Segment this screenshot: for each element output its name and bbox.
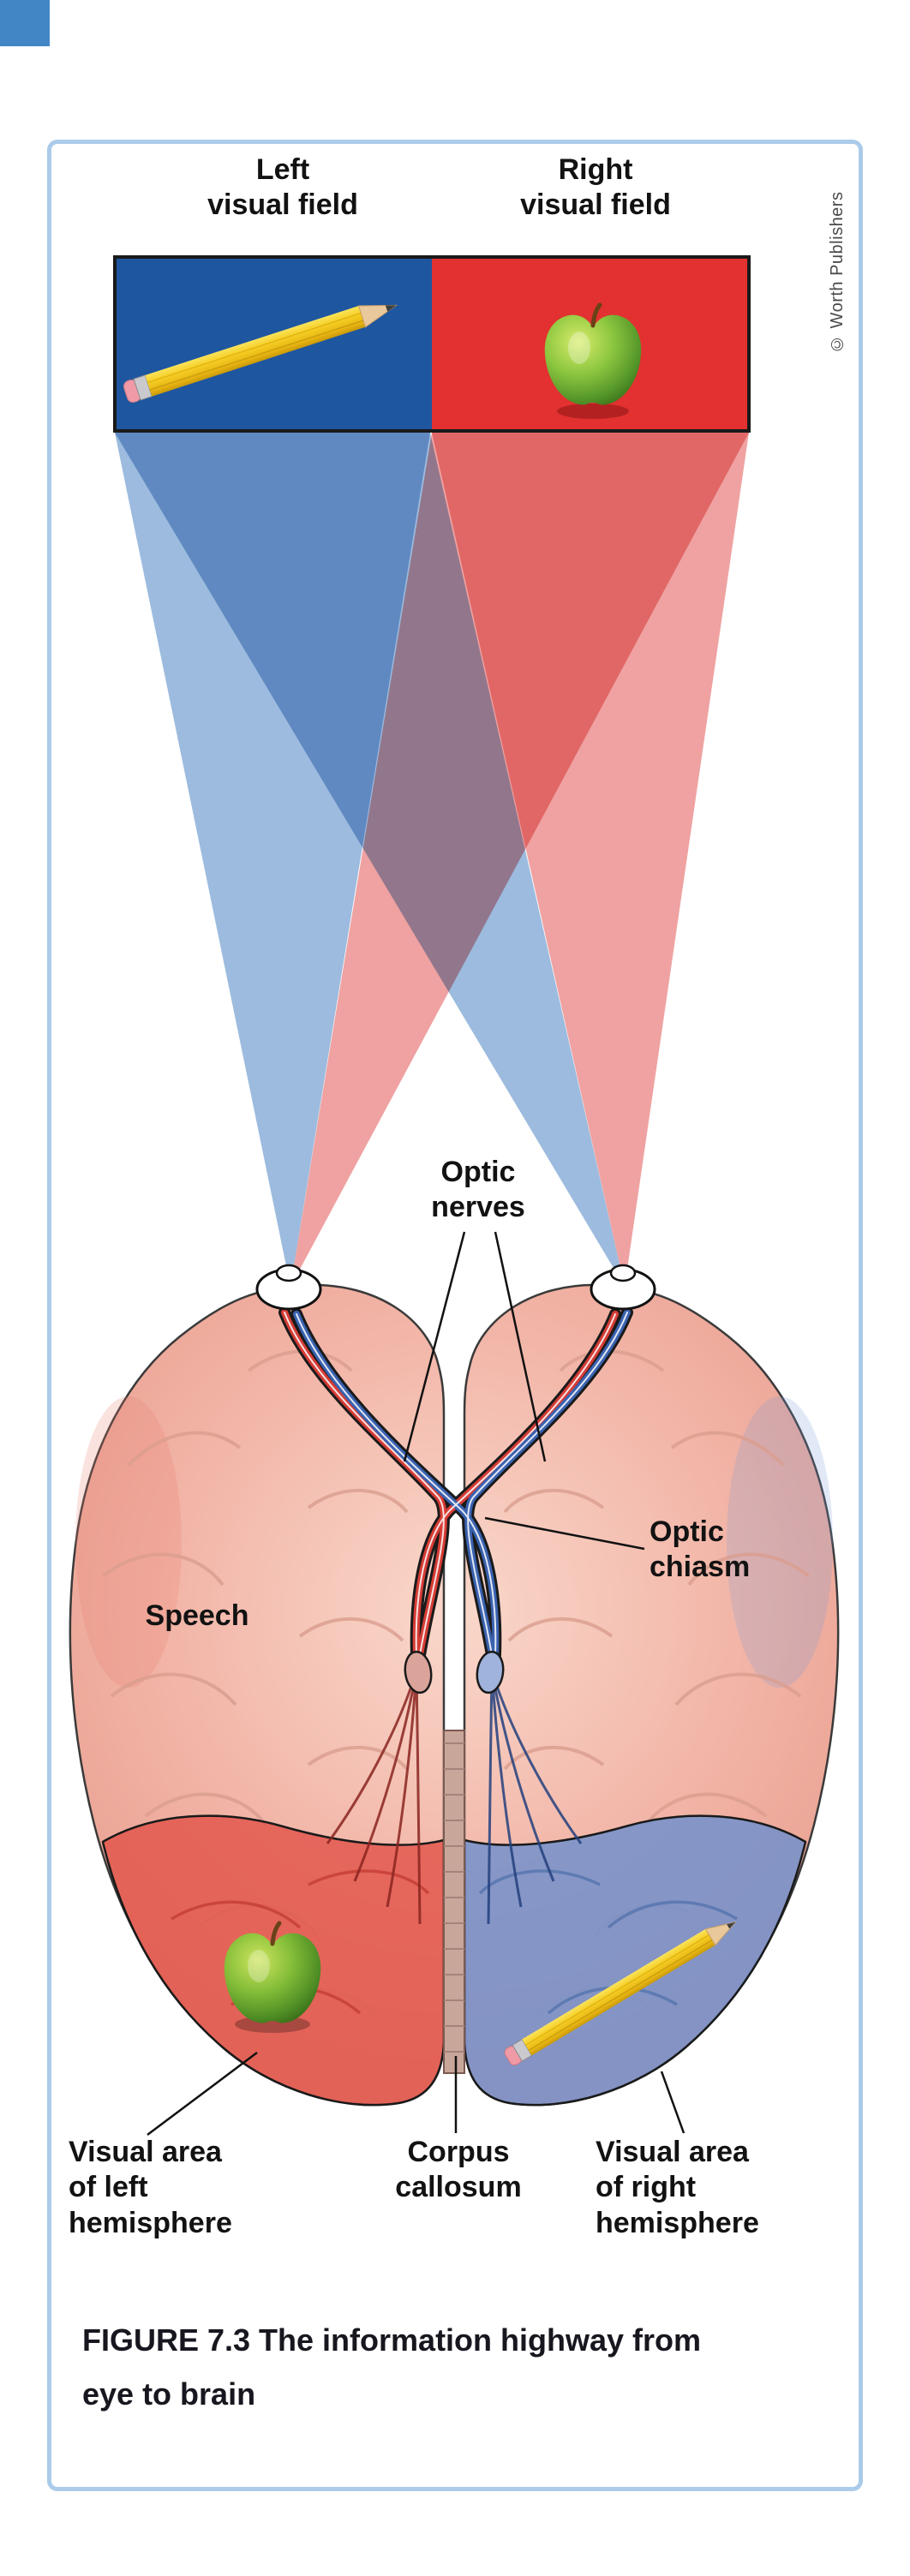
optic-nerves-label-line1: Optic bbox=[440, 1156, 516, 1188]
visual-area-right-line1: Visual area bbox=[596, 2136, 749, 2168]
corpus-callosum-line1: Corpus bbox=[407, 2136, 510, 2168]
optic-nerves-label-line2: nerves bbox=[431, 1191, 525, 1224]
page-corner-decoration bbox=[0, 0, 50, 46]
right-eye-graphic bbox=[590, 1264, 656, 1311]
apple-body bbox=[544, 314, 642, 405]
figure-caption-line2: eye to brain bbox=[82, 2376, 256, 2412]
apple-highlight bbox=[568, 332, 590, 364]
visual-area-right-line2: of right bbox=[596, 2171, 697, 2204]
right-optic-radiation bbox=[487, 1670, 583, 1925]
visual-field-box-graphic bbox=[113, 255, 751, 433]
corpus-callosum-line2: callosum bbox=[395, 2171, 522, 2204]
left-eye-graphic bbox=[255, 1264, 322, 1311]
apple-graphic bbox=[544, 302, 642, 419]
visual-area-right-label: Visual area of right hemisphere bbox=[596, 2135, 818, 2241]
pencil-facet-line bbox=[147, 312, 362, 384]
speech-label: Speech bbox=[129, 1599, 266, 1634]
left-visual-field-label-line1: Left bbox=[255, 153, 310, 186]
optic-chiasm-label: Optic chiasm bbox=[650, 1515, 804, 1586]
right-visual-field-label-line2: visual field bbox=[520, 188, 671, 222]
visual-area-left-line2: of left bbox=[69, 2171, 148, 2204]
optic-chiasm-label-line1: Optic bbox=[650, 1515, 724, 1548]
right-eye-lens bbox=[609, 1264, 637, 1282]
left-hemisphere-red-wash bbox=[75, 1396, 182, 1688]
optic-chiasm-label-line2: chiasm bbox=[650, 1551, 751, 1584]
apple-stem bbox=[590, 302, 602, 328]
pencil-on-brain-graphic bbox=[504, 1921, 737, 2066]
left-optic-radiation bbox=[326, 1670, 422, 1925]
corpus-callosum-graphic bbox=[443, 1730, 465, 2074]
visual-area-right-line3: hemisphere bbox=[596, 2206, 759, 2239]
figure-caption: FIGURE 7.3 The information highway from … bbox=[82, 2313, 768, 2421]
left-visual-field-label-line2: visual field bbox=[207, 188, 358, 222]
visual-area-left-label: Visual area of left hemisphere bbox=[69, 2135, 291, 2241]
optic-nerves-label: Optic nerves bbox=[392, 1155, 564, 1226]
apple-shadow bbox=[557, 403, 629, 419]
visual-field-box-border bbox=[113, 255, 751, 433]
pencil-graphite-tip bbox=[385, 305, 397, 312]
left-visual-field-label: Left visual field bbox=[154, 152, 411, 224]
right-lgn-bulb bbox=[476, 1650, 505, 1694]
visual-area-left-line3: hemisphere bbox=[69, 2206, 232, 2239]
publisher-credit: © Worth Publishers bbox=[828, 191, 847, 353]
pencil-graphic bbox=[123, 304, 398, 403]
right-hemisphere-blue-wash bbox=[727, 1396, 833, 1688]
brain-graphic bbox=[69, 1264, 840, 2107]
figure-caption-line1: FIGURE 7.3 The information highway from bbox=[82, 2322, 702, 2358]
speech-label-text: Speech bbox=[145, 1599, 249, 1632]
right-visual-field-label: Right visual field bbox=[467, 152, 724, 224]
optic-nerves-graphic bbox=[278, 1306, 633, 1661]
left-eye-lens bbox=[275, 1264, 302, 1282]
visual-area-left-line1: Visual area bbox=[69, 2136, 222, 2168]
apple-on-brain-graphic bbox=[224, 1921, 321, 2033]
pencil-wood-tip bbox=[357, 304, 398, 328]
pencil-facet-line bbox=[149, 320, 364, 391]
right-visual-field-label-line1: Right bbox=[558, 153, 633, 186]
corpus-callosum-label: Corpus callosum bbox=[368, 2135, 548, 2206]
left-lgn-bulb bbox=[404, 1650, 433, 1694]
